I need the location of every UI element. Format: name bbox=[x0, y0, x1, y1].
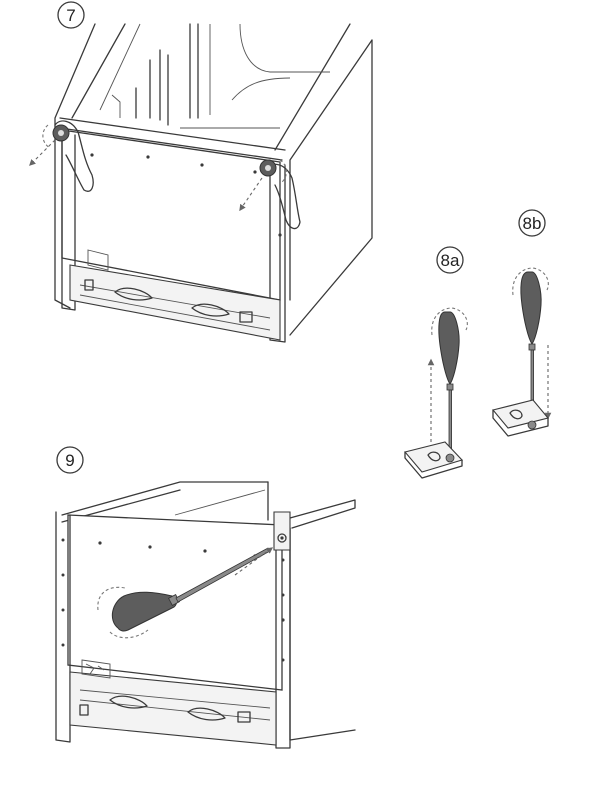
step-8a-panel: 8a bbox=[404, 246, 468, 479]
step-7-panel: 7 bbox=[29, 1, 373, 343]
step-9-number: 9 bbox=[65, 451, 74, 470]
left-hand-icon bbox=[29, 120, 94, 192]
mounting-bracket-8a-icon bbox=[404, 441, 464, 479]
right-hand-icon bbox=[239, 159, 301, 230]
step-8a-badge bbox=[436, 246, 464, 274]
mounting-bracket-8b-icon bbox=[492, 399, 549, 437]
screwdriver-step-9-icon bbox=[97, 547, 274, 639]
step-8b-panel: 8b bbox=[492, 209, 552, 437]
step-8b-number: 8b bbox=[523, 214, 542, 233]
screwdriver-8b-icon bbox=[512, 267, 552, 423]
dishwasher-top-view bbox=[54, 23, 373, 343]
step-9-badge bbox=[56, 446, 84, 474]
step-8b-badge bbox=[518, 209, 546, 237]
step-8a-number: 8a bbox=[441, 251, 460, 270]
panel-holes bbox=[90, 153, 282, 237]
step-7-number: 7 bbox=[66, 6, 75, 25]
mounting-bracket-step-9-icon bbox=[273, 511, 291, 551]
side-rail-holes bbox=[61, 538, 285, 662]
screwdriver-8a-icon bbox=[427, 307, 468, 460]
step-7-badge bbox=[57, 1, 85, 29]
step-9-panel: 9 bbox=[55, 446, 356, 749]
dishwasher-front-view bbox=[55, 481, 356, 749]
